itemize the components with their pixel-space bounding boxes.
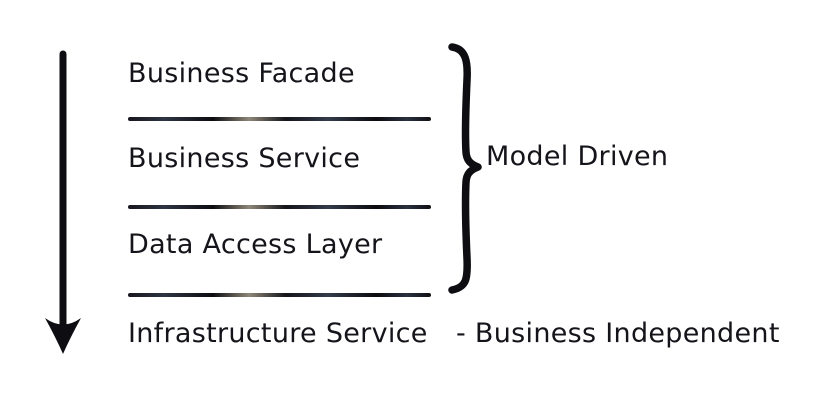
curly-brace (448, 43, 482, 294)
annotation-business-independent: - Business Independent (456, 318, 780, 349)
layer-label-data-access-layer: Data Access Layer (128, 229, 383, 260)
separator-line-1 (128, 117, 431, 121)
brace-label-model-driven: Model Driven (486, 141, 669, 172)
layer-label-infrastructure-service: Infrastructure Service (128, 318, 428, 349)
down-arrow (45, 50, 81, 354)
separator-line-2 (128, 205, 431, 209)
layer-label-business-service: Business Service (128, 143, 361, 174)
separator-line-3 (128, 293, 431, 297)
layer-label-business-facade: Business Facade (128, 58, 355, 89)
